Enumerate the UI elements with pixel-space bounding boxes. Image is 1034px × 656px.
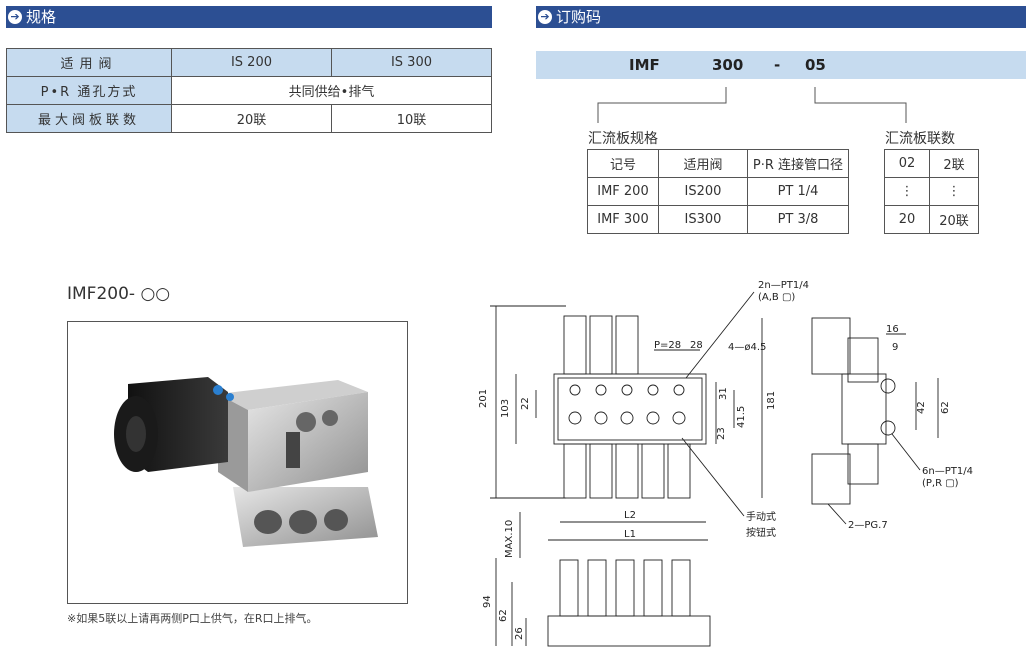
- label-button: 按钮式: [746, 526, 776, 539]
- dim-9: 9: [892, 342, 898, 353]
- dim-28: 28: [690, 340, 703, 351]
- product-photo-frame: [67, 321, 408, 604]
- dim-62: 62: [940, 401, 951, 414]
- dim-pitch: P=28: [654, 340, 681, 351]
- dim-holes: 4—ø4.5: [728, 342, 766, 353]
- label-manual: 手动式: [746, 510, 776, 523]
- mc-r1-c0: ⋮: [884, 177, 930, 206]
- label-pg7: 2—PG.7: [848, 520, 888, 531]
- ms-header-2: P·R 连接管口径: [747, 149, 849, 178]
- manifold-spec-title: 汇流板规格: [588, 131, 658, 147]
- dim-max10: MAX.10: [504, 520, 515, 558]
- mc-r1-c1: ⋮: [929, 177, 979, 206]
- code-part-4: 05: [805, 56, 826, 74]
- dim-181: 181: [766, 391, 777, 410]
- spec-section-title: 规格: [26, 8, 57, 26]
- dimension-drawing: 201 103 22 MAX.10 31 41.5 23 181 P=28 28…: [478, 280, 973, 647]
- label-pr-ports: 6n—PT1/4: [922, 466, 973, 477]
- dim-42: 42: [916, 401, 927, 414]
- ms-header-1: 适用阀: [658, 149, 748, 178]
- spec-table: 适用阀 IS 200 IS 300 P•R 通孔方式 共同供给•排气 最大阀板联…: [6, 48, 493, 133]
- order-code-bar: IMF 300 - 05: [536, 51, 1026, 79]
- manifold-spec-table: 记号 适用阀 P·R 连接管口径 IMF 200 IS200 PT 1/4 IM…: [587, 149, 849, 234]
- dim-103: 103: [500, 399, 511, 418]
- spec-row3-v1: 20联: [171, 104, 332, 133]
- dim-16: 16: [886, 324, 899, 335]
- order-section-title: 订购码: [556, 8, 602, 26]
- spec-row3-label: 最大阀板联数: [6, 104, 172, 133]
- dim-26: 26: [514, 627, 525, 640]
- product-model: IMF200- ○○: [67, 284, 171, 304]
- spec-header-label: 适用阀: [6, 48, 172, 77]
- ms-r0-c2: PT 1/4: [747, 177, 849, 206]
- spec-row3-v2: 10联: [330, 104, 493, 133]
- spec-section-bar: ➔ 规格: [6, 6, 492, 28]
- arrow-right-icon: ➔: [538, 10, 552, 24]
- manifold-count-title: 汇流板联数: [885, 131, 955, 147]
- dim-22: 22: [520, 397, 531, 410]
- ms-r1-c2: PT 3/8: [747, 205, 849, 234]
- dim-62b: 62: [498, 609, 509, 622]
- code-part-3: -: [774, 56, 781, 74]
- mc-r2-c1: 20联: [929, 205, 979, 234]
- ms-r0-c1: IS200: [658, 177, 748, 206]
- mc-r0-c0: 02: [884, 149, 930, 178]
- dim-31: 31: [718, 387, 729, 400]
- product-note: ※如果5联以上请再两侧P口上供气，在R口上排气。: [67, 612, 318, 625]
- label-ab-sub: (A,B ▢): [758, 292, 795, 303]
- ms-r0-c0: IMF 200: [587, 177, 659, 206]
- arrow-right-icon: ➔: [8, 10, 22, 24]
- mc-r2-c0: 20: [884, 205, 930, 234]
- mc-r0-c1: 2联: [929, 149, 979, 178]
- dim-94: 94: [482, 595, 493, 608]
- code-part-2: 300: [712, 56, 744, 74]
- code-leader-lines: [597, 87, 907, 123]
- dim-l1: L1: [624, 529, 636, 540]
- ms-header-0: 记号: [587, 149, 659, 178]
- spec-header-is200: IS 200: [171, 48, 332, 77]
- dim-l2: L2: [624, 510, 636, 521]
- ms-r1-c0: IMF 300: [587, 205, 659, 234]
- dim-41-5: 41.5: [736, 406, 747, 428]
- order-section-bar: ➔ 订购码: [536, 6, 1026, 28]
- spec-row2-label: P•R 通孔方式: [6, 76, 172, 105]
- code-part-1: IMF: [629, 56, 660, 74]
- ms-r1-c1: IS300: [658, 205, 748, 234]
- spec-header-is300: IS 300: [330, 48, 493, 77]
- dim-201: 201: [478, 389, 489, 408]
- valve-photo: [114, 377, 378, 547]
- valve-stations: [563, 315, 691, 499]
- label-pr-sub: (P,R ▢): [922, 478, 959, 489]
- spec-row2-value: 共同供给•排气: [171, 76, 492, 105]
- label-ab-ports: 2n—PT1/4: [758, 280, 809, 291]
- dim-23: 23: [716, 427, 727, 440]
